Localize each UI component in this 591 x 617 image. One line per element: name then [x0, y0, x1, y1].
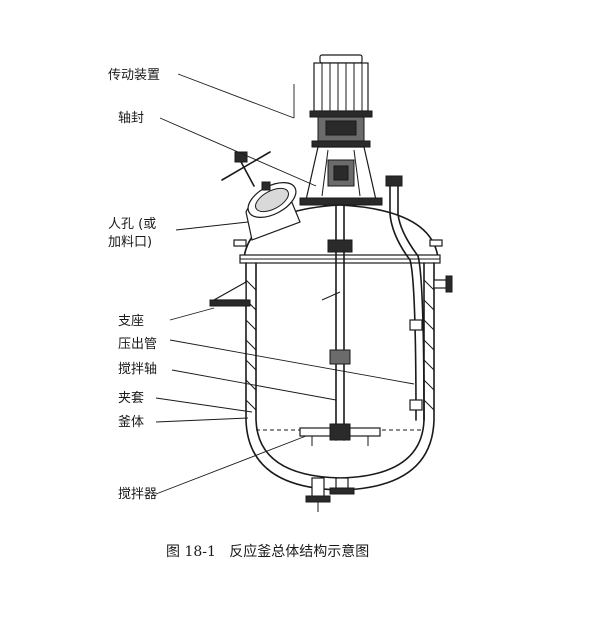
label-drive-device: 传动装置: [108, 68, 160, 83]
support-lug: [209, 280, 251, 307]
label-agitator-shaft: 搅拌轴: [118, 361, 157, 377]
agitator: [299, 423, 381, 446]
label-agitator: 搅拌器: [118, 486, 157, 502]
label-shaft-seal: 轴封: [118, 111, 144, 126]
figure-caption: 图 18-1 反应釜总体结构示意图: [166, 543, 369, 560]
label-vessel-body: 釜体: [118, 415, 144, 430]
label-support: 支座: [118, 314, 144, 329]
leader-lines: [155, 73, 415, 495]
discharge-pipe: [385, 175, 425, 421]
label-jacket: 夹套: [118, 390, 144, 406]
drive-motor: [299, 54, 383, 206]
agitator-shaft: [321, 204, 353, 441]
label-manhole-2: 加料口): [108, 235, 152, 250]
label-manhole-1: 人孔 (或: [108, 217, 156, 232]
manhole: [221, 151, 301, 241]
label-discharge-pipe: 压出管: [118, 337, 157, 352]
bottom-outlets: [305, 477, 355, 512]
